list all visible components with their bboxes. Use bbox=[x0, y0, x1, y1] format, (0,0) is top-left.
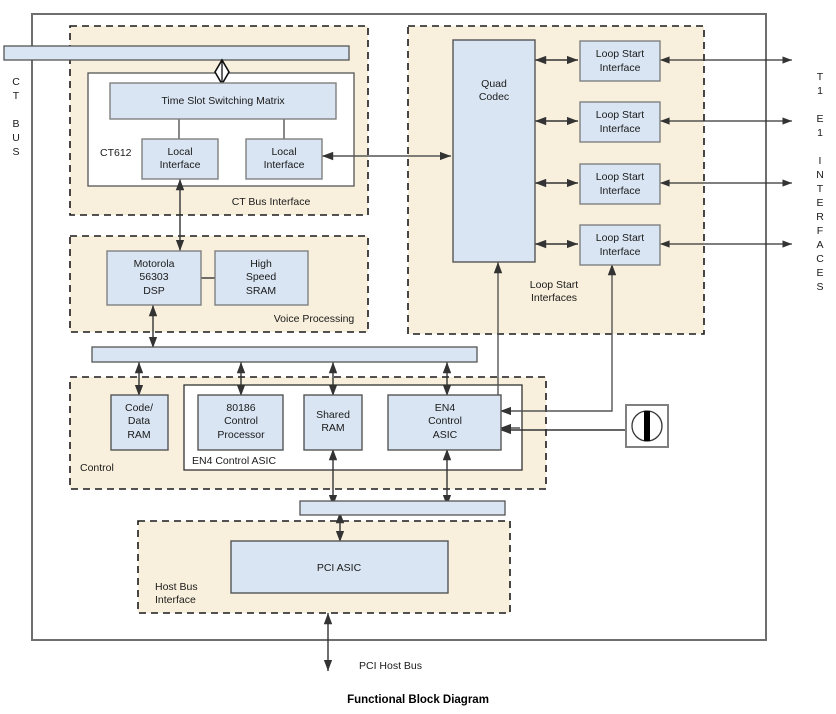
label-loop-start-group-line2: Interfaces bbox=[531, 292, 577, 304]
caption: Functional Block Diagram bbox=[347, 694, 489, 706]
label-local-interface-1-line2: Interface bbox=[160, 159, 201, 171]
label-sram-line2: Speed bbox=[246, 271, 277, 283]
label-lsi3-line1: Loop Start bbox=[596, 171, 645, 183]
right-label-e2: E bbox=[816, 197, 823, 209]
block-loop-start-interface-3[interactable] bbox=[579, 163, 661, 205]
line-lsi4-down-to-en4 bbox=[500, 264, 617, 416]
label-cp-line3: Processor bbox=[217, 429, 265, 441]
label-voice-processing-group: Voice Processing bbox=[274, 313, 355, 325]
label-quad-codec-line1: Quad bbox=[481, 78, 507, 90]
label-cp-line2: Control bbox=[224, 415, 258, 427]
label-control-group: Control bbox=[80, 462, 114, 474]
label-code-data-line1: Code/ bbox=[125, 402, 153, 414]
block-loop-start-interface-1[interactable] bbox=[579, 40, 661, 82]
left-label-c: C bbox=[12, 76, 20, 88]
label-sram-line3: SRAM bbox=[246, 285, 276, 297]
label-lsi3-line2: Interface bbox=[600, 185, 641, 197]
block-high-speed-sram[interactable] bbox=[214, 250, 309, 306]
label-loop-start-group-line1: Loop Start bbox=[530, 279, 579, 291]
main-frame bbox=[31, 13, 767, 641]
block-quad-codec[interactable] bbox=[452, 39, 536, 263]
label-cp-line1: 80186 bbox=[226, 402, 255, 414]
right-label-s: S bbox=[816, 281, 823, 293]
right-label-a: A bbox=[816, 239, 823, 251]
label-lsi4-line1: Loop Start bbox=[596, 232, 645, 244]
label-en4-line3: ASIC bbox=[433, 429, 458, 441]
right-label-i: I bbox=[819, 155, 822, 167]
block-shared-ram[interactable] bbox=[303, 394, 363, 451]
label-local-interface-2-line2: Interface bbox=[264, 159, 305, 171]
right-label-1a: 1 bbox=[817, 85, 823, 97]
label-en4-line1: EN4 bbox=[435, 402, 456, 414]
block-pci-asic[interactable] bbox=[230, 540, 449, 594]
right-label-n: N bbox=[816, 169, 824, 181]
block-en4-control-asic[interactable] bbox=[387, 394, 502, 451]
left-label-b: B bbox=[12, 118, 19, 130]
block-time-slot-switching-matrix[interactable] bbox=[109, 82, 337, 120]
label-ct612: CT612 bbox=[100, 147, 132, 159]
label-sram-line1: High bbox=[250, 258, 272, 270]
pci-bus-rail bbox=[299, 500, 506, 516]
right-label-1b: 1 bbox=[817, 127, 823, 139]
label-en4-box: EN4 Control ASIC bbox=[192, 455, 276, 467]
left-label-u: U bbox=[12, 132, 20, 144]
label-ct-bus-interface-group: CT Bus Interface bbox=[232, 196, 311, 208]
right-label-e: E bbox=[816, 113, 823, 125]
block-motorola-dsp[interactable] bbox=[106, 250, 202, 306]
label-lsi2-line1: Loop Start bbox=[596, 109, 645, 121]
right-label-e3: E bbox=[816, 267, 823, 279]
block-loop-start-interface-4[interactable] bbox=[579, 224, 661, 266]
label-lsi4-line2: Interface bbox=[600, 246, 641, 258]
right-label-t: T bbox=[817, 71, 824, 83]
label-motorola-line1: Motorola bbox=[134, 258, 175, 270]
block-local-interface-2[interactable] bbox=[245, 138, 323, 180]
block-control-processor-80186[interactable] bbox=[197, 394, 284, 451]
block-code-data-ram[interactable] bbox=[110, 394, 169, 451]
label-shared-ram-line1: Shared bbox=[316, 409, 350, 421]
label-quad-codec-line2: Codec bbox=[479, 91, 509, 103]
left-label-s: S bbox=[12, 146, 19, 158]
label-lsi1-line1: Loop Start bbox=[596, 48, 645, 60]
block-loop-start-interface-2[interactable] bbox=[579, 101, 661, 143]
label-host-bus-line2: Interface bbox=[155, 594, 196, 606]
connector-icon-bar bbox=[644, 411, 650, 441]
label-local-interface-2-line1: Local bbox=[271, 146, 296, 158]
right-label-c: C bbox=[816, 253, 824, 265]
label-code-data-line2: Data bbox=[128, 415, 150, 427]
label-en4-line2: Control bbox=[428, 415, 462, 427]
label-motorola-line2: 56303 bbox=[139, 271, 168, 283]
label-local-interface-1-line1: Local bbox=[167, 146, 192, 158]
label-lsi1-line2: Interface bbox=[600, 62, 641, 74]
block-local-interface-1[interactable] bbox=[141, 138, 219, 180]
label-host-bus-line1: Host Bus bbox=[155, 581, 198, 593]
label-pci-host-bus: PCI Host Bus bbox=[359, 660, 422, 672]
left-label-t: T bbox=[13, 90, 20, 102]
right-label-r: R bbox=[816, 211, 824, 223]
ct-bus-rail bbox=[3, 45, 350, 61]
right-label-t2: T bbox=[817, 183, 824, 195]
label-code-data-line3: RAM bbox=[127, 429, 150, 441]
right-label-f: F bbox=[817, 225, 823, 237]
label-shared-ram-line2: RAM bbox=[321, 422, 344, 434]
label-motorola-line3: DSP bbox=[143, 285, 165, 297]
label-time-slot-switching-matrix: Time Slot Switching Matrix bbox=[161, 95, 285, 107]
internal-bus-rail bbox=[91, 346, 478, 363]
label-pci-asic: PCI ASIC bbox=[317, 562, 362, 574]
label-lsi2-line2: Interface bbox=[600, 123, 641, 135]
